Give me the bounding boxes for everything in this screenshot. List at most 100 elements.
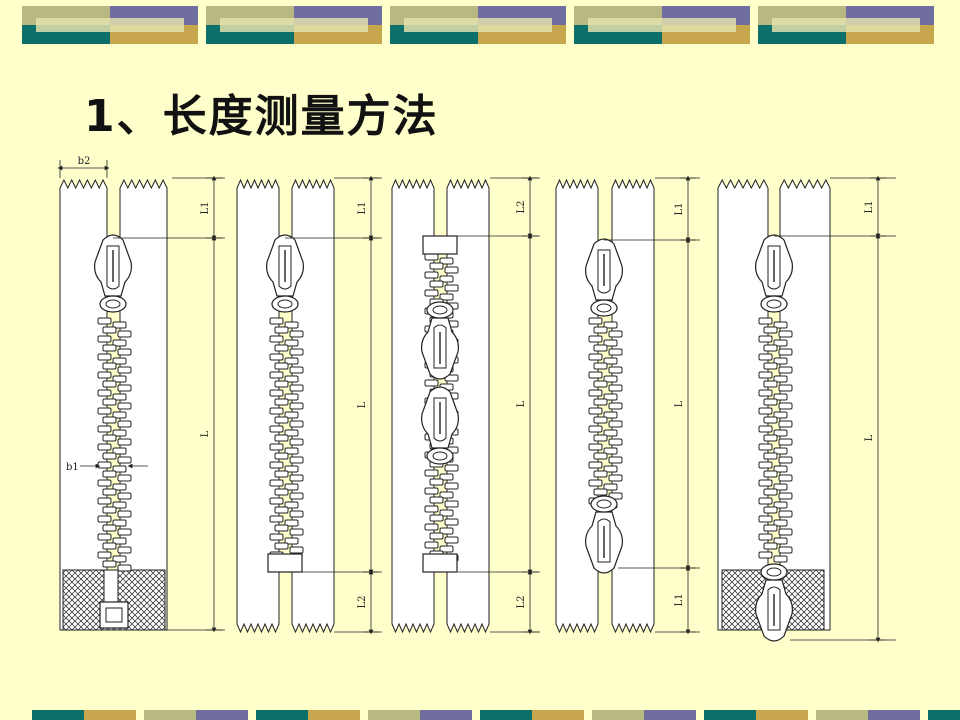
zipper-tooth	[284, 393, 299, 401]
zipper-tooth	[112, 411, 127, 419]
zipper-tooth	[773, 555, 788, 563]
zipper-tooth	[758, 425, 773, 433]
zipper-tooth	[117, 420, 132, 428]
zipper-tooth	[269, 407, 284, 415]
zipper-tooth	[289, 510, 304, 518]
zipper-tooth	[102, 560, 117, 568]
zipper-tooth	[424, 289, 439, 297]
zipper-tooth	[274, 416, 289, 424]
zipper-slider	[585, 238, 623, 317]
zipper-tooth	[444, 500, 459, 508]
zipper-tooth	[758, 515, 773, 523]
zipper-tooth	[274, 452, 289, 460]
zipper-tooth	[763, 452, 778, 460]
zipper-tooth	[97, 353, 112, 361]
zipper-slider	[755, 234, 793, 313]
zipper-tooth	[588, 479, 603, 487]
banner-block	[704, 710, 808, 720]
zipper-tooth	[603, 321, 618, 329]
zipper-tooth	[424, 253, 439, 261]
zipper-tooth	[758, 461, 773, 469]
zipper-tooth	[608, 402, 623, 410]
zipper-tooth	[289, 528, 304, 536]
dimension-label-l: L	[674, 400, 685, 407]
zipper-tape	[779, 178, 831, 631]
zipper-tooth	[773, 321, 788, 329]
zipper-tooth	[758, 497, 773, 505]
dimension-label-l1: L1	[200, 201, 211, 214]
zipper-tooth	[439, 293, 454, 301]
zipper-tooth	[763, 470, 778, 478]
zipper-tooth	[608, 474, 623, 482]
zipper-tooth	[603, 339, 618, 347]
zipper-tooth	[284, 339, 299, 347]
zipper-tooth	[97, 371, 112, 379]
zipper-tooth	[102, 326, 117, 334]
zipper-tooth	[284, 411, 299, 419]
zipper-tooth	[593, 362, 608, 370]
zipper-tooth	[778, 402, 793, 410]
zipper-tooth	[593, 416, 608, 424]
zipper-tooth	[773, 411, 788, 419]
zipper-tape	[236, 178, 280, 634]
zipper-tooth	[289, 420, 304, 428]
banner-block	[206, 6, 382, 44]
zipper-tooth	[444, 464, 459, 472]
zipper-tooth	[284, 519, 299, 527]
zipper-tape	[717, 178, 769, 631]
zipper-tooth	[763, 524, 778, 532]
zipper-tooth	[763, 416, 778, 424]
zipper-tooth	[429, 478, 444, 486]
zipper-tooth	[269, 371, 284, 379]
zipper-tooth	[773, 537, 788, 545]
zipper-tape	[391, 178, 435, 634]
zipper-tooth	[773, 375, 788, 383]
zipper-tooth	[269, 443, 284, 451]
zipper-tooth	[439, 473, 454, 481]
zipper-tooth	[97, 461, 112, 469]
zipper-tooth	[102, 380, 117, 388]
zipper-tooth	[603, 375, 618, 383]
zipper-tooth	[773, 357, 788, 365]
zipper-tooth	[117, 492, 132, 500]
zipper-tooth	[269, 497, 284, 505]
banner-block	[368, 710, 472, 720]
zipper-tooth	[773, 519, 788, 527]
zipper-tooth	[758, 443, 773, 451]
zipper-tooth	[97, 407, 112, 415]
retainer-pin	[103, 569, 119, 607]
zipper-tooth	[778, 528, 793, 536]
zipper-tooth	[444, 482, 459, 490]
zipper-tooth	[439, 509, 454, 517]
zipper-tooth	[778, 384, 793, 392]
zipper-tooth	[608, 366, 623, 374]
zipper-tooth	[274, 524, 289, 532]
zipper-tooth	[97, 533, 112, 541]
bottom-decorative-banner	[32, 710, 960, 720]
zipper-tooth	[274, 542, 289, 550]
banner-block	[758, 6, 934, 44]
zipper-tooth	[117, 384, 132, 392]
banner-block	[480, 710, 584, 720]
zipper-tooth	[603, 393, 618, 401]
zipper-tooth	[269, 461, 284, 469]
zipper-tooth	[763, 434, 778, 442]
zipper-slider	[421, 301, 459, 380]
zipper-tooth	[593, 398, 608, 406]
zipper-tooth	[439, 527, 454, 535]
zipper-tooth	[778, 438, 793, 446]
zipper-tooth	[429, 262, 444, 270]
zipper-tooth	[102, 362, 117, 370]
top-decorative-banner	[22, 6, 934, 44]
zipper-tooth	[117, 564, 132, 572]
zipper-tooth	[778, 474, 793, 482]
zipper-tooth	[112, 501, 127, 509]
dimension-label-l2: L2	[516, 200, 527, 213]
zipper-tooth	[608, 348, 623, 356]
zipper-tooth	[274, 470, 289, 478]
banner-block	[592, 710, 696, 720]
zipper-tooth	[117, 528, 132, 536]
zipper-tooth	[444, 536, 459, 544]
